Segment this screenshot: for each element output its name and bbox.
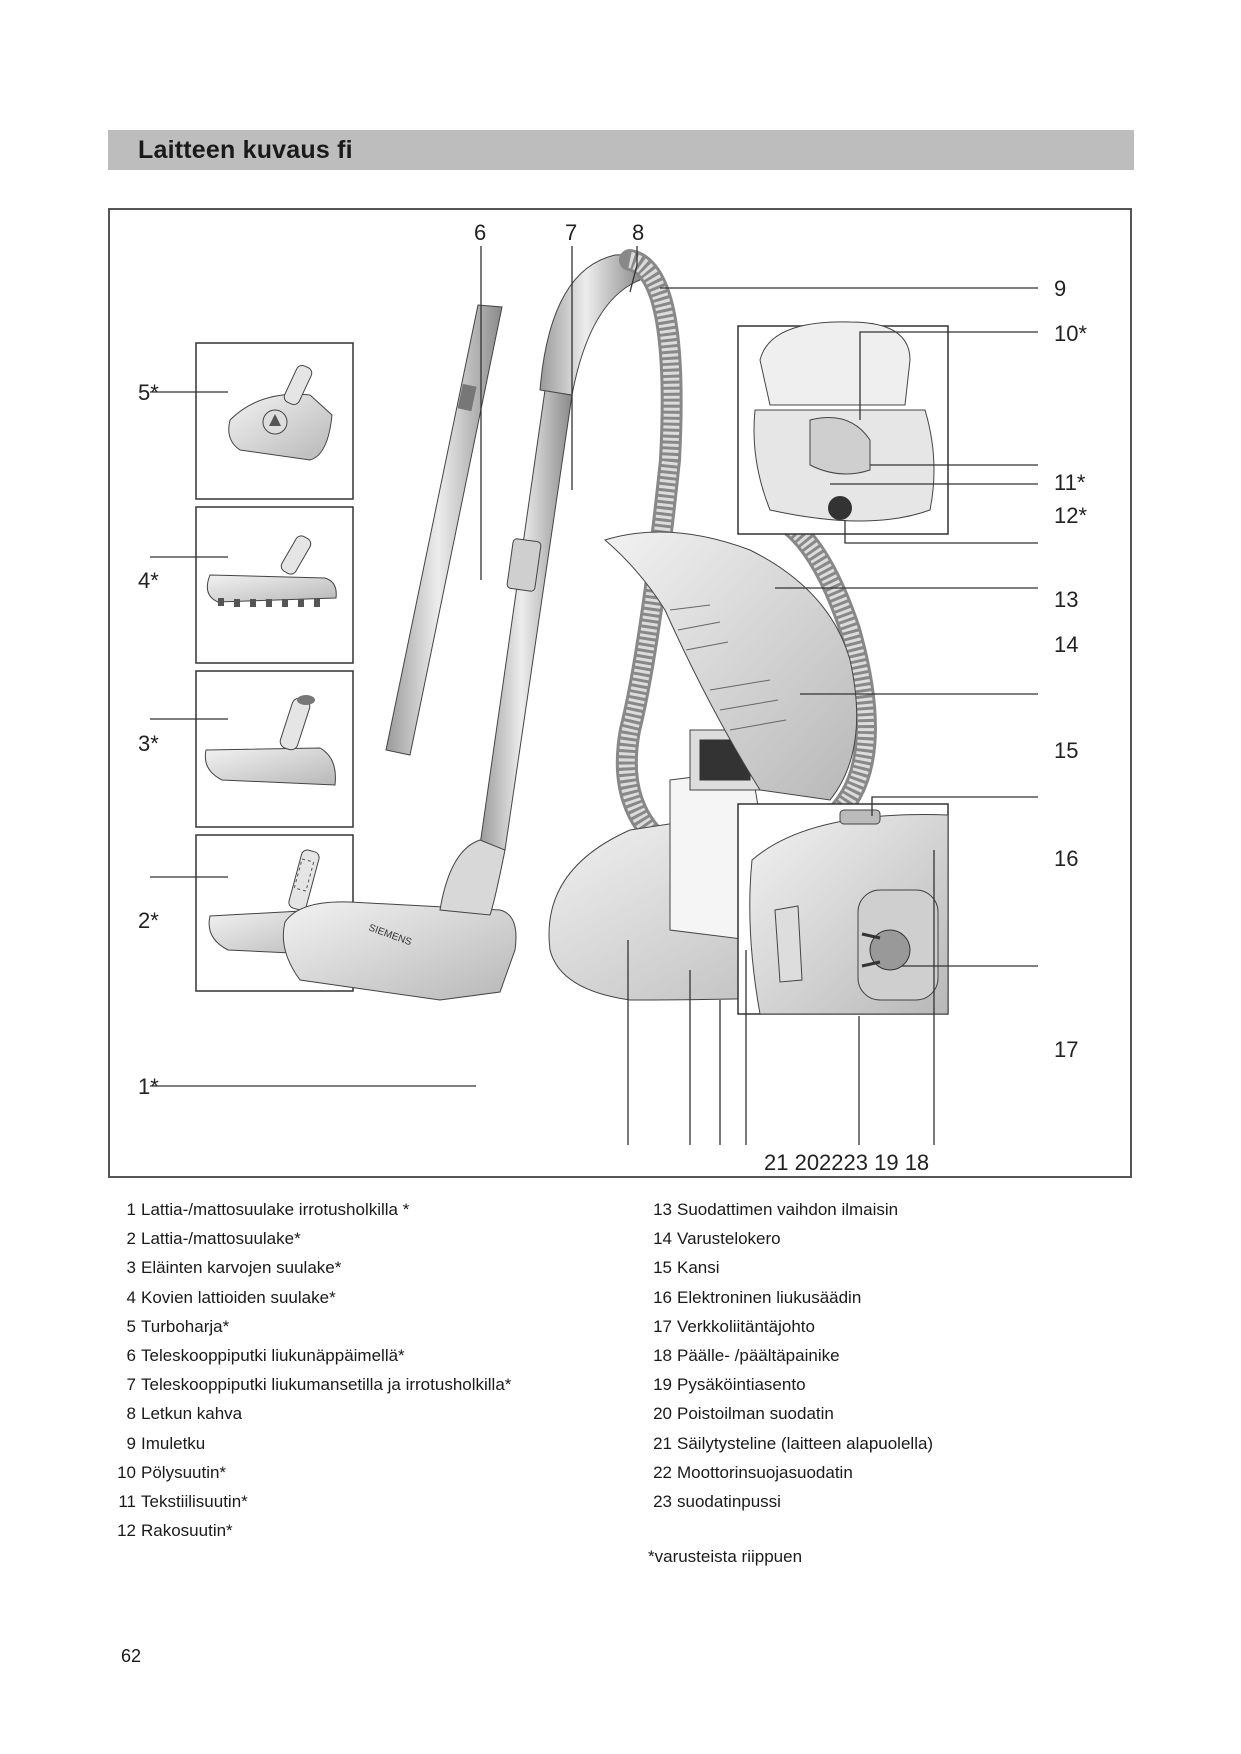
callout-9: 9 (1054, 276, 1066, 301)
page-number: 62 (121, 1646, 142, 1666)
callout-2: 2* (138, 908, 159, 933)
pet-hair-nozzle-box (195, 670, 354, 828)
section-title: Laitteen kuvaus fi (138, 136, 353, 164)
dust-compartment-inset (737, 321, 949, 535)
callout-15: 15 (1054, 738, 1078, 763)
callout-17: 17 (1054, 1037, 1078, 1062)
cover-lid (603, 531, 858, 801)
callout-12: 12* (1054, 503, 1087, 528)
diagram-drawing: SIEMENS (138, 220, 1087, 1175)
main-floor-nozzle: SIEMENS (282, 839, 517, 1001)
vacuum-cleaner-diagram: SIEMENS (108, 208, 1132, 1178)
callout-6: 6 (474, 220, 486, 245)
callout-14: 14 (1054, 632, 1078, 657)
callout-4: 4* (138, 568, 159, 593)
telescopic-tube-6 (385, 304, 503, 756)
telescopic-tube-7 (479, 254, 643, 851)
callout-bottom-row: 21 202223 19 18 (764, 1150, 929, 1175)
hard-floor-nozzle-box (195, 506, 354, 664)
callout-3: 3* (138, 731, 159, 756)
callout-7: 7 (565, 220, 577, 245)
callout-8: 8 (632, 220, 644, 245)
section-header-bar: Laitteen kuvaus fi (108, 130, 1134, 170)
callout-1: 1* (138, 1074, 159, 1099)
callout-11: 11* (1054, 470, 1086, 495)
callout-leader-lines (150, 246, 1038, 1145)
callout-10: 10* (1054, 321, 1087, 346)
callout-5: 5* (138, 380, 159, 405)
footnote: *varusteista riippuen (648, 1547, 803, 1566)
callout-13: 13 (1054, 587, 1078, 612)
turbo-brush-box (195, 342, 354, 500)
callout-16: 16 (1054, 846, 1078, 871)
controls-inset (737, 803, 949, 1015)
